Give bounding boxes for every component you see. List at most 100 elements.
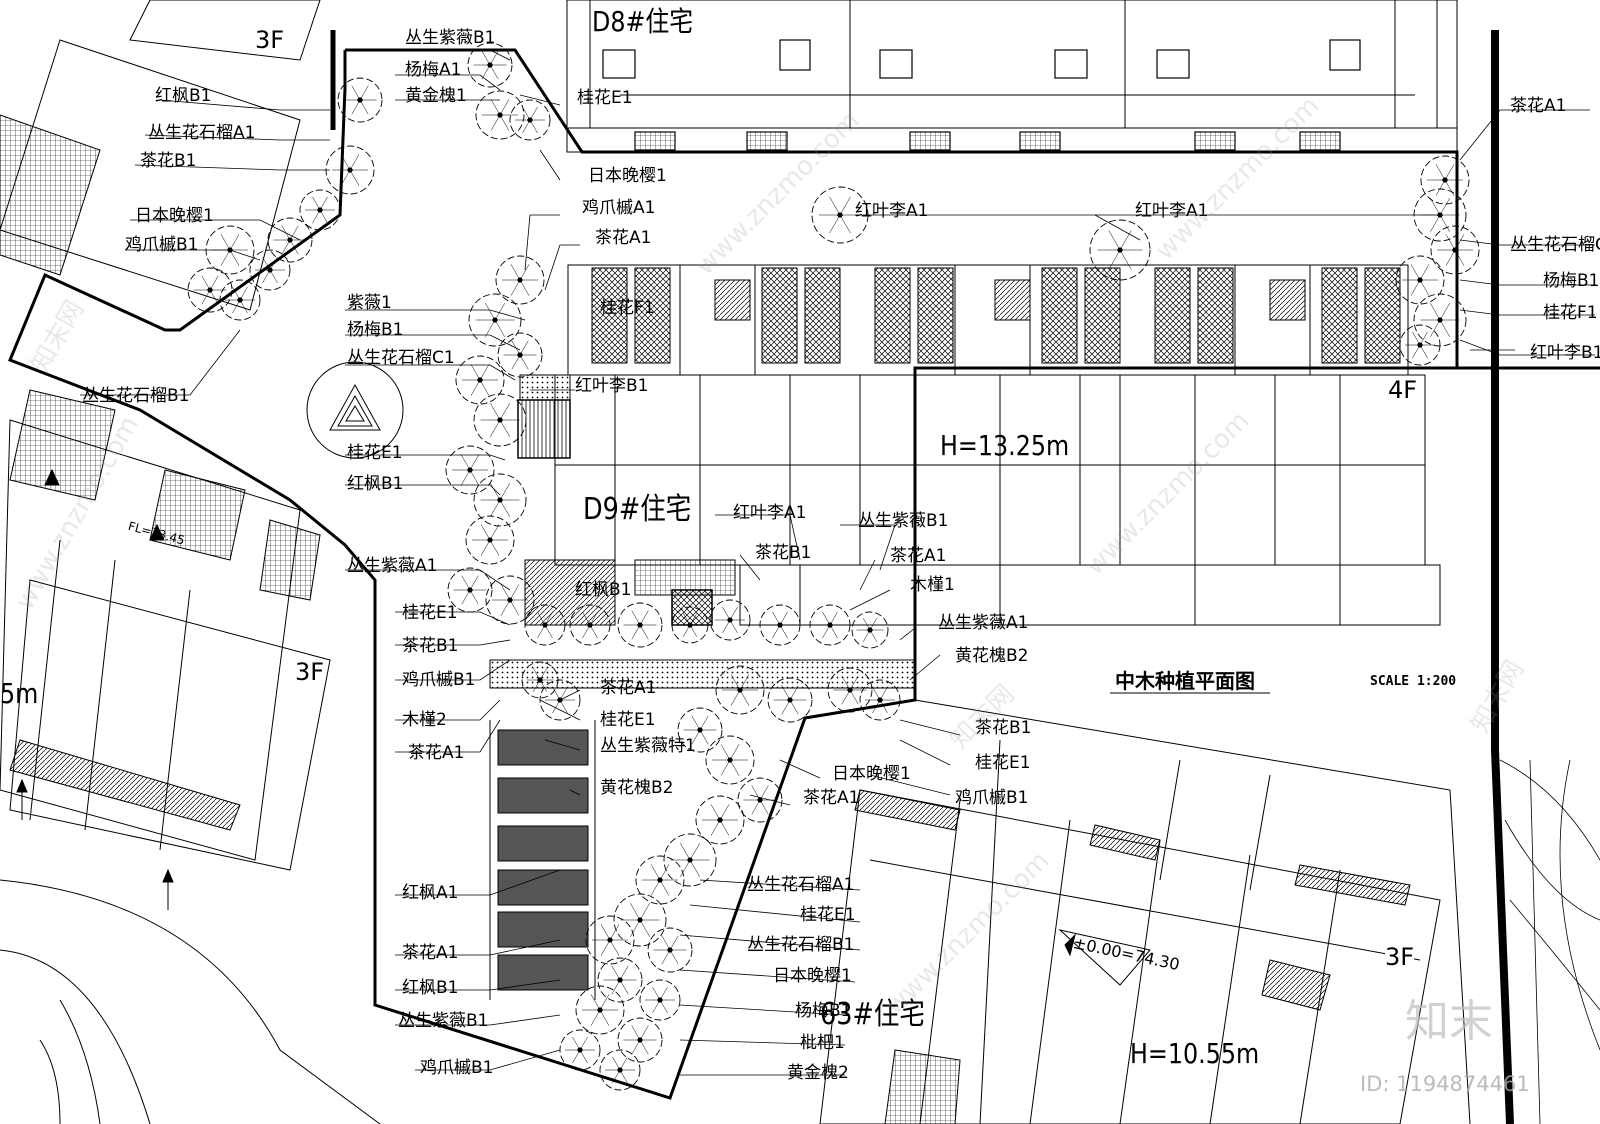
tree-symbol: [485, 575, 535, 625]
plant-label: 丛生花石榴A1: [747, 875, 855, 895]
tree-symbol: [705, 735, 755, 785]
plant-label: 红枫B1: [575, 580, 632, 600]
plant-label: 茶花B1: [975, 718, 1032, 738]
plant-label: 日本晚樱1: [135, 206, 214, 226]
plant-label: 红枫B1: [155, 86, 212, 106]
plant-label: 桂花E1: [600, 710, 656, 730]
plant-label: 桂花E1: [577, 88, 633, 108]
west-floors-tag: 3F: [295, 658, 325, 686]
plant-label: 茶花A1: [402, 943, 459, 963]
plant-label: 茶花A1: [890, 546, 947, 566]
plant-label: 丛生花石榴B1: [82, 386, 190, 406]
plant-label: 红枫B1: [402, 978, 459, 998]
plant-label: 红叶李B1: [1530, 343, 1600, 363]
tree-symbol: [767, 677, 813, 723]
plant-label: 桂花F1: [1543, 303, 1598, 323]
plant-label: 桂花E1: [975, 753, 1031, 773]
plant-label: 黄金槐1: [405, 86, 467, 106]
tree-symbol: [709, 599, 751, 641]
tree-symbol: [575, 985, 625, 1035]
plant-label: 鸡爪槭B1: [125, 235, 199, 255]
tree-symbol: [1420, 155, 1470, 205]
plant-label: 日本晚樱1: [832, 764, 911, 784]
tree-symbol: [337, 77, 383, 123]
plant-label: 桂花F1: [600, 298, 655, 318]
tree-symbol: [473, 473, 527, 527]
plant-label: 杨梅A1: [405, 60, 462, 80]
plant-label: 鸡爪槭B1: [955, 788, 1029, 808]
right-ground: [1499, 759, 1600, 1124]
plant-label: 鸡爪槭B1: [420, 1058, 494, 1078]
plant-label: 日本晚樱1: [588, 166, 667, 186]
plant-label: 枇杷1: [800, 1033, 845, 1053]
tree-symbol: [468, 293, 522, 347]
tree-symbol: [299, 189, 341, 231]
building-west: [0, 0, 381, 1124]
plant-label: 茶花A1: [408, 743, 465, 763]
tree-symbol: [715, 665, 765, 715]
tree-symbol: [677, 707, 723, 753]
triangle-planter: [306, 361, 404, 459]
tree-symbol: [635, 855, 685, 905]
d9-floors-tag: 4F: [1388, 376, 1418, 404]
tree-symbol: [737, 777, 783, 823]
tree-symbol: [187, 267, 233, 313]
plant-label: 桂花E1: [347, 443, 403, 463]
drawing-title: 中木种植平面图: [1115, 669, 1255, 693]
b63-height-label: H=10.55m: [1130, 1037, 1260, 1070]
plant-label: 黄花槐B2: [955, 646, 1029, 666]
plant-label: 桂花E1: [402, 603, 458, 623]
tree-symbol: [671, 606, 709, 644]
d8-building-name: D8#住宅: [592, 5, 694, 38]
plant-label: 茶花A1: [803, 788, 860, 808]
paving: [489, 659, 916, 1000]
arrows: [16, 468, 1076, 957]
building-63: [819, 699, 1471, 1124]
plant-label: 茶花A1: [600, 678, 657, 698]
tree-symbol: [695, 795, 745, 845]
plant-label: 茶花A1: [595, 228, 652, 248]
tree-symbol: [473, 393, 527, 447]
tree-symbol: [569, 604, 611, 646]
plant-label: 丛生紫薇B1: [405, 28, 496, 48]
plant-label: 木槿1: [910, 575, 955, 595]
b63-building-name: 63#住宅: [820, 997, 925, 1032]
plant-label: 茶花A1: [1510, 96, 1567, 116]
tree-symbol: [759, 604, 801, 646]
b63-floors-tag: 3F: [1385, 943, 1415, 971]
tree-symbol: [827, 667, 873, 713]
leader-lines: [80, 49, 1595, 1076]
plant-label: 丛生紫薇B1: [858, 511, 949, 531]
plant-label: 丛生紫薇特1: [600, 736, 696, 756]
plant-label: 红叶李A1: [855, 201, 929, 221]
plant-label: 丛生花石榴A1: [148, 123, 256, 143]
plant-label: 茶花B1: [755, 543, 812, 563]
drawing-scale: SCALE 1:200: [1370, 674, 1457, 689]
tree-symbol: [663, 833, 717, 887]
tree-symbol: [809, 604, 851, 646]
plant-label: 黄金槐2: [787, 1063, 849, 1083]
plant-label: 茶花B1: [140, 151, 197, 171]
plant-label: 红叶李A1: [1135, 201, 1209, 221]
plant-label: 杨梅B1: [1543, 271, 1600, 291]
tree-symbol: [617, 602, 663, 648]
west-floors-tag-2: 3F: [255, 26, 285, 54]
tree-symbol: [613, 893, 667, 947]
building-d9: [517, 264, 1441, 626]
tree-symbol: [465, 515, 515, 565]
building-d8: [566, 0, 1458, 153]
plant-label: 红叶李A1: [733, 503, 807, 523]
tree-symbol: [585, 915, 635, 965]
plant-label: 红枫B1: [347, 474, 404, 494]
plant-label: 黄花槐B2: [600, 778, 674, 798]
tree-symbol: [455, 355, 505, 405]
tree-symbol: [559, 1029, 601, 1071]
plant-label: 丛生花石榴C1: [1510, 235, 1600, 255]
plant-label: 丛生紫薇A1: [347, 556, 438, 576]
tree-symbol: [617, 1017, 663, 1063]
tree-symbol: [475, 90, 525, 140]
tree-symbol: [524, 604, 566, 646]
plant-label: 茶花B1: [402, 636, 459, 656]
plant-label: 丛生紫薇A1: [938, 613, 1029, 633]
